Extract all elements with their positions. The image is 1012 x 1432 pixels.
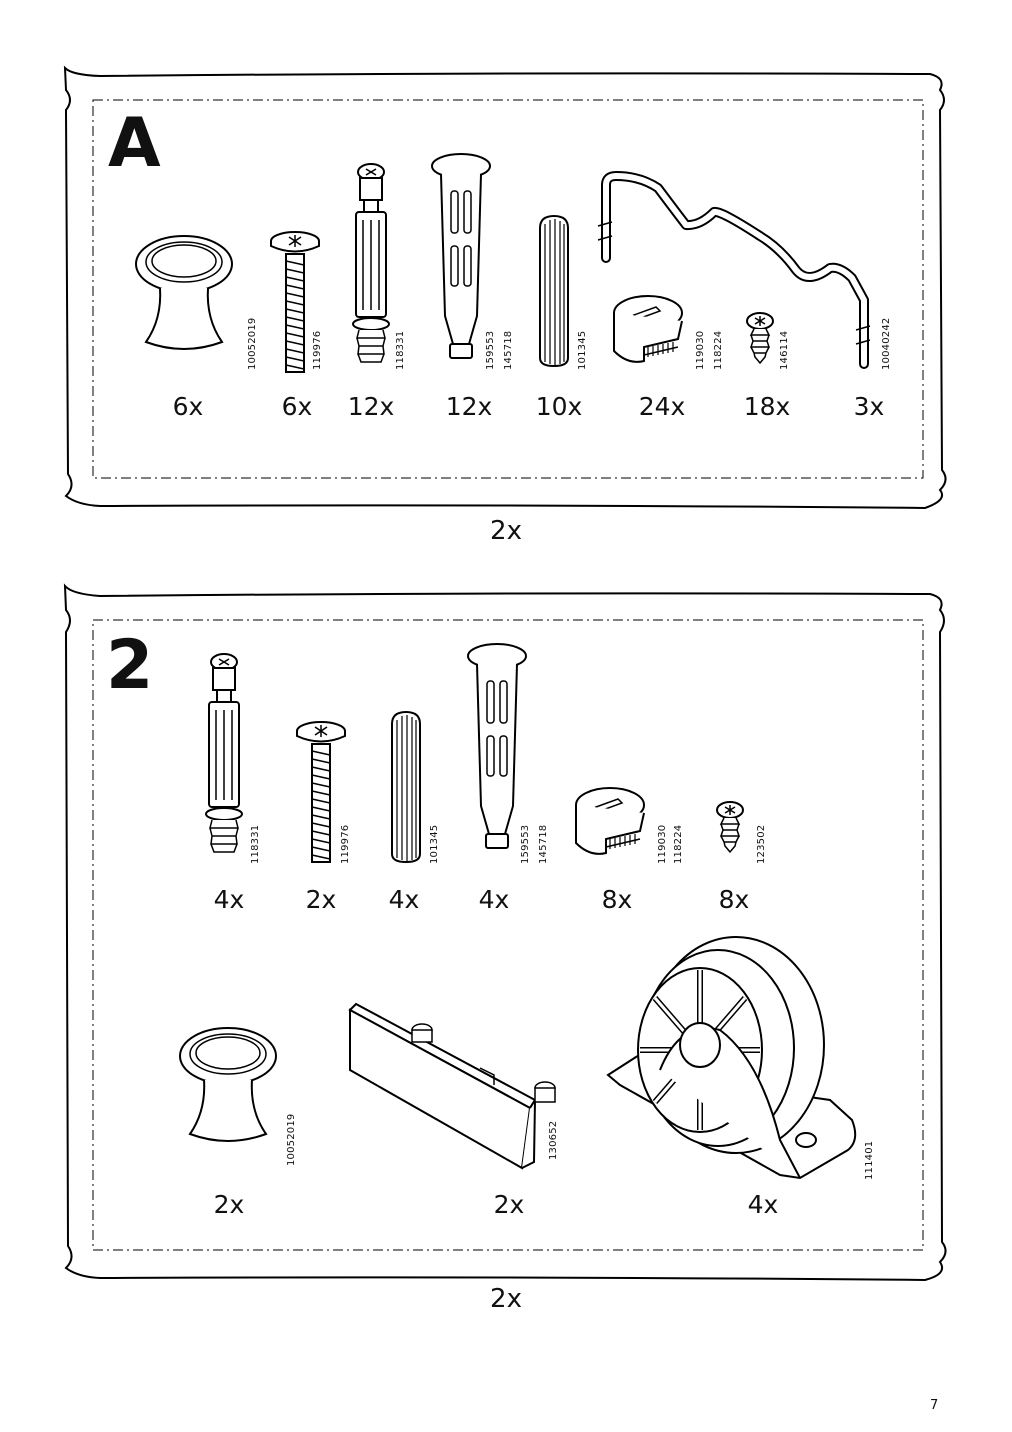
- part-number: 10052019: [286, 1113, 297, 1167]
- bag-a-letter: A: [108, 104, 161, 183]
- drawer-stop-illustration: [348, 1002, 556, 1170]
- part-number: 119976: [312, 330, 323, 370]
- wire-rod-illustration: [597, 171, 871, 369]
- plastic-pin-illustration: [431, 153, 491, 359]
- qty-label: 12x: [347, 392, 395, 421]
- part-number: 10040242: [881, 317, 892, 371]
- wooden-dowel-illustration: [539, 215, 569, 367]
- wooden-dowel-illustration: [391, 711, 421, 863]
- page-number: 7: [930, 1398, 939, 1413]
- qty-label: 2x: [213, 1190, 245, 1219]
- bag-a-multiplier: 2x: [490, 516, 522, 546]
- qty-label: 3x: [853, 392, 885, 421]
- part-number: 10052019: [247, 317, 258, 371]
- bag-2-outline: [63, 583, 947, 1282]
- qty-label: 10x: [535, 392, 583, 421]
- bag-2-letter: 2: [106, 626, 154, 705]
- knob-illustration: [179, 1027, 277, 1142]
- qty-label: 8x: [718, 885, 750, 914]
- qty-label: 12x: [445, 392, 493, 421]
- qty-label: 2x: [493, 1190, 525, 1219]
- bag-2-seam: [92, 619, 924, 1251]
- part-number: 111401: [864, 1140, 875, 1180]
- qty-label: 8x: [601, 885, 633, 914]
- part-number: 145718: [503, 330, 514, 370]
- part-number: 130652: [548, 1120, 559, 1160]
- part-number: 145718: [538, 824, 549, 864]
- cam-dowel-illustration: [352, 163, 390, 363]
- part-number: 118224: [673, 824, 684, 864]
- small-screw-illustration: [716, 801, 744, 853]
- bag-a-seam: [92, 99, 924, 479]
- part-number: 119976: [340, 824, 351, 864]
- qty-label: 18x: [743, 392, 791, 421]
- qty-label: 4x: [478, 885, 510, 914]
- knob-illustration: [135, 235, 233, 350]
- part-number: 146114: [779, 330, 790, 370]
- part-number: 119030: [657, 824, 668, 864]
- part-number: 118224: [713, 330, 724, 370]
- qty-label: 24x: [638, 392, 686, 421]
- qty-label: 6x: [281, 392, 313, 421]
- small-screw-illustration: [746, 312, 774, 364]
- qty-label: 4x: [213, 885, 245, 914]
- cam-dowel-illustration: [205, 653, 243, 853]
- qty-label: 6x: [172, 392, 204, 421]
- part-number: 123502: [756, 824, 767, 864]
- castor-illustration: [606, 936, 857, 1180]
- part-number: 118331: [250, 824, 261, 864]
- bolt-illustration: [296, 721, 346, 863]
- plastic-pin-illustration: [467, 643, 527, 849]
- part-number: 101345: [577, 330, 588, 370]
- part-number: 119030: [695, 330, 706, 370]
- qty-label: 2x: [305, 885, 337, 914]
- part-number: 159553: [520, 824, 531, 864]
- qty-label: 4x: [388, 885, 420, 914]
- part-number: 159553: [485, 330, 496, 370]
- qty-label: 4x: [747, 1190, 779, 1219]
- cam-lock-illustration: [575, 787, 645, 855]
- part-number: 101345: [429, 824, 440, 864]
- part-number: 118331: [395, 330, 406, 370]
- bag-a-outline: [63, 65, 947, 510]
- bag-2-multiplier: 2x: [490, 1284, 522, 1314]
- cam-lock-illustration: [613, 295, 683, 363]
